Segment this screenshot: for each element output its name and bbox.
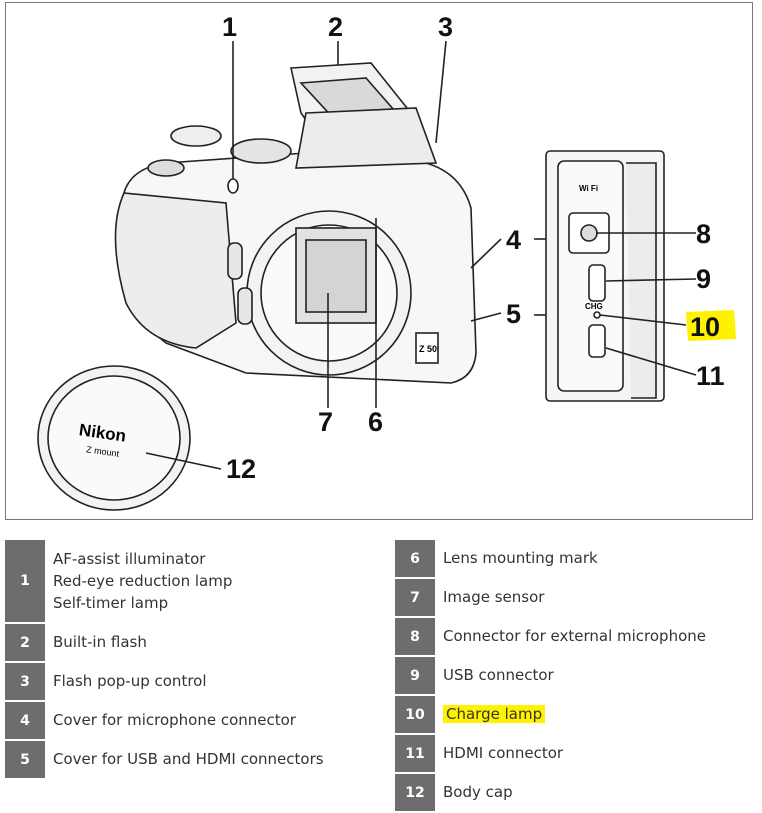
legend-line: Cover for USB and HDMI connectors — [53, 750, 324, 768]
legend-number: 10 — [395, 696, 435, 733]
legend-line: Image sensor — [443, 588, 545, 606]
charge-lamp — [593, 311, 601, 319]
legend-description: Cover for USB and HDMI connectors — [45, 741, 324, 778]
legend-row-10: 10 Charge lamp — [395, 696, 757, 733]
callout-9: 9 — [696, 264, 711, 294]
callout-1: 1 — [222, 12, 237, 42]
usb-connector — [588, 264, 606, 302]
camera-diagram-frame: Nikon Z mount Z 50 CHG Wi Fi 1 2 3 4 5 6… — [5, 2, 753, 520]
legend-row-4: 4 Cover for microphone connector — [5, 702, 385, 739]
callout-7: 7 — [318, 407, 333, 437]
legend-number: 5 — [5, 741, 45, 778]
legend-description: Lens mounting mark — [435, 540, 598, 577]
legend-number: 3 — [5, 663, 45, 700]
legend-description: AF-assist illuminator Red-eye reduction … — [45, 540, 232, 622]
legend-left: 1 AF-assist illuminator Red-eye reductio… — [5, 540, 385, 780]
chg-label: CHG — [585, 302, 603, 311]
legend-number: 8 — [395, 618, 435, 655]
camera-diagram: Nikon Z mount Z 50 CHG Wi Fi 1 2 3 4 5 6… — [37, 12, 736, 511]
legend-row-7: 7 Image sensor — [395, 579, 757, 616]
highlighted-text: Charge lamp — [443, 705, 546, 723]
legend-right: 6 Lens mounting mark 7 Image sensor 8 Co… — [395, 540, 757, 813]
legend-row-12: 12 Body cap — [395, 774, 757, 811]
af-assist-lamp — [227, 178, 239, 194]
wifi-label: Wi Fi — [579, 184, 598, 193]
legend-number: 6 — [395, 540, 435, 577]
legend-row-1: 1 AF-assist illuminator Red-eye reductio… — [5, 540, 385, 622]
callout-8: 8 — [696, 219, 711, 249]
legend-row-2: 2 Built-in flash — [5, 624, 385, 661]
command-dial — [230, 138, 292, 164]
legend-number: 1 — [5, 540, 45, 622]
legend-line: Red-eye reduction lamp — [53, 572, 233, 590]
legend-number: 2 — [5, 624, 45, 661]
callout-10-highlight — [686, 310, 736, 341]
legend-description: Image sensor — [435, 579, 544, 616]
legend-description: Charge lamp — [435, 696, 546, 733]
legend-description: Built-in flash — [45, 624, 147, 661]
legend-number: 7 — [395, 579, 435, 616]
legend-line: Self-timer lamp — [53, 594, 169, 612]
legend-line: Cover for microphone connector — [53, 711, 296, 729]
legend-row-11: 11 HDMI connector — [395, 735, 757, 772]
callout-4: 4 — [506, 225, 521, 255]
legend-line: Body cap — [443, 783, 513, 801]
legend-number: 4 — [5, 702, 45, 739]
legend-line: HDMI connector — [443, 744, 564, 762]
legend-number: 12 — [395, 774, 435, 811]
legend-line-highlighted: Charge lamp — [443, 703, 546, 725]
model-text: Z 50 — [419, 344, 437, 354]
legend-line: Lens mounting mark — [443, 549, 598, 567]
callout-3: 3 — [438, 12, 453, 42]
legend-line: Connector for external microphone — [443, 627, 706, 645]
callout-5: 5 — [506, 299, 521, 329]
mode-dial — [170, 125, 222, 147]
shutter-button — [147, 159, 185, 177]
legend-line: Flash pop-up control — [53, 672, 207, 690]
legend-row-3: 3 Flash pop-up control — [5, 663, 385, 700]
callout-2: 2 — [328, 12, 343, 42]
callout-11: 11 — [696, 361, 725, 391]
legend-line: USB connector — [443, 666, 554, 684]
legend-row-6: 6 Lens mounting mark — [395, 540, 757, 577]
legend-number: 9 — [395, 657, 435, 694]
legend-line: Built-in flash — [53, 633, 147, 651]
legend-description: USB connector — [435, 657, 554, 694]
camera-grip — [114, 192, 237, 349]
legend-number: 11 — [395, 735, 435, 772]
legend-row-8: 8 Connector for external microphone — [395, 618, 757, 655]
callout-6: 6 — [368, 407, 383, 437]
callout-10: 10 — [690, 312, 720, 342]
legend-description: Body cap — [435, 774, 513, 811]
hdmi-connector — [588, 324, 606, 358]
callout-12: 12 — [226, 454, 256, 484]
legend-description: Connector for external microphone — [435, 618, 706, 655]
legend-description: Flash pop-up control — [45, 663, 207, 700]
legend-row-5: 5 Cover for USB and HDMI connectors — [5, 741, 385, 778]
legend-description: HDMI connector — [435, 735, 563, 772]
legend-row-9: 9 USB connector — [395, 657, 757, 694]
legend-line: AF-assist illuminator — [53, 550, 206, 568]
legend-description: Cover for microphone connector — [45, 702, 296, 739]
mount-text: Z mount — [86, 444, 121, 459]
